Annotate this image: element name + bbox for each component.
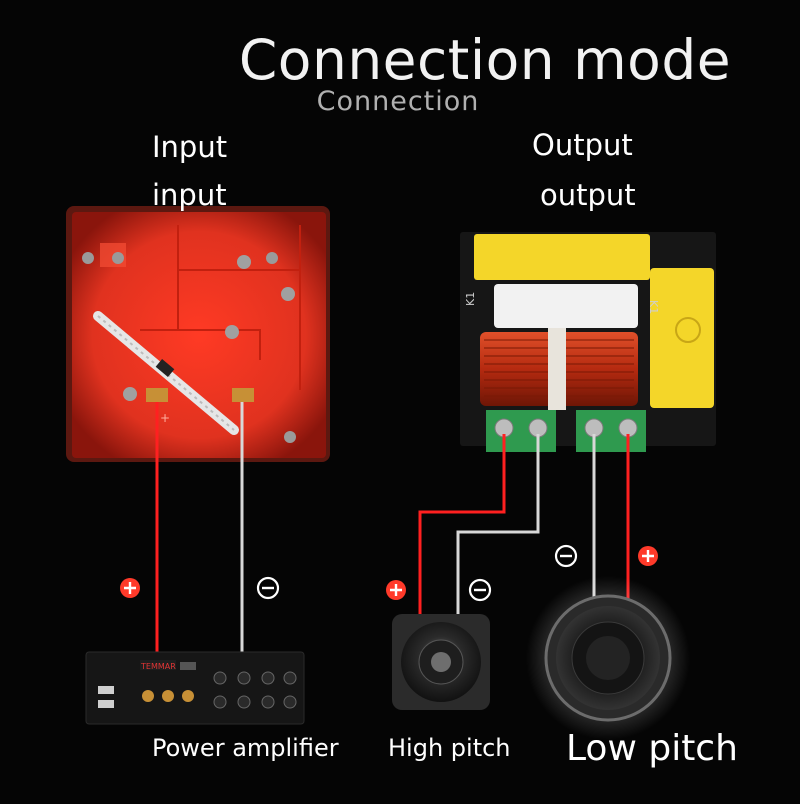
amp-brand: TEMMAR bbox=[140, 662, 176, 671]
board-plus-marking: + bbox=[160, 411, 170, 425]
plus-circle-icon bbox=[638, 546, 658, 566]
wires bbox=[155, 402, 630, 656]
amplifier-caption: Power amplifier bbox=[152, 734, 339, 762]
page-subtitle: Connection bbox=[316, 86, 480, 117]
minus-circle-icon bbox=[468, 578, 492, 602]
tweeter-positive-wire bbox=[418, 434, 506, 624]
output-label-secondary: output bbox=[540, 178, 636, 212]
minus-circle-icon bbox=[554, 544, 578, 568]
high-pitch-caption: High pitch bbox=[388, 734, 511, 762]
input-label-secondary: input bbox=[152, 178, 227, 212]
power-amplifier: TEMMAR bbox=[85, 651, 305, 725]
plus-circle-icon bbox=[120, 578, 140, 598]
output-board: K1 K1 bbox=[460, 232, 716, 452]
page-title: Connection mode bbox=[238, 28, 732, 92]
low-pitch-caption: Low pitch bbox=[566, 728, 738, 769]
tweeter-negative-wire bbox=[456, 434, 540, 624]
input-label: Input bbox=[152, 130, 228, 164]
plus-circle-icon bbox=[386, 580, 406, 600]
tweeter-speaker bbox=[392, 614, 490, 710]
k1-marking-right: K1 bbox=[647, 300, 660, 314]
output-label: Output bbox=[532, 128, 633, 162]
woofer-speaker bbox=[526, 576, 690, 740]
output-terminals bbox=[486, 410, 646, 452]
k1-marking-left: K1 bbox=[464, 292, 477, 306]
input-board: + bbox=[66, 206, 330, 462]
minus-circle-icon bbox=[256, 576, 280, 600]
